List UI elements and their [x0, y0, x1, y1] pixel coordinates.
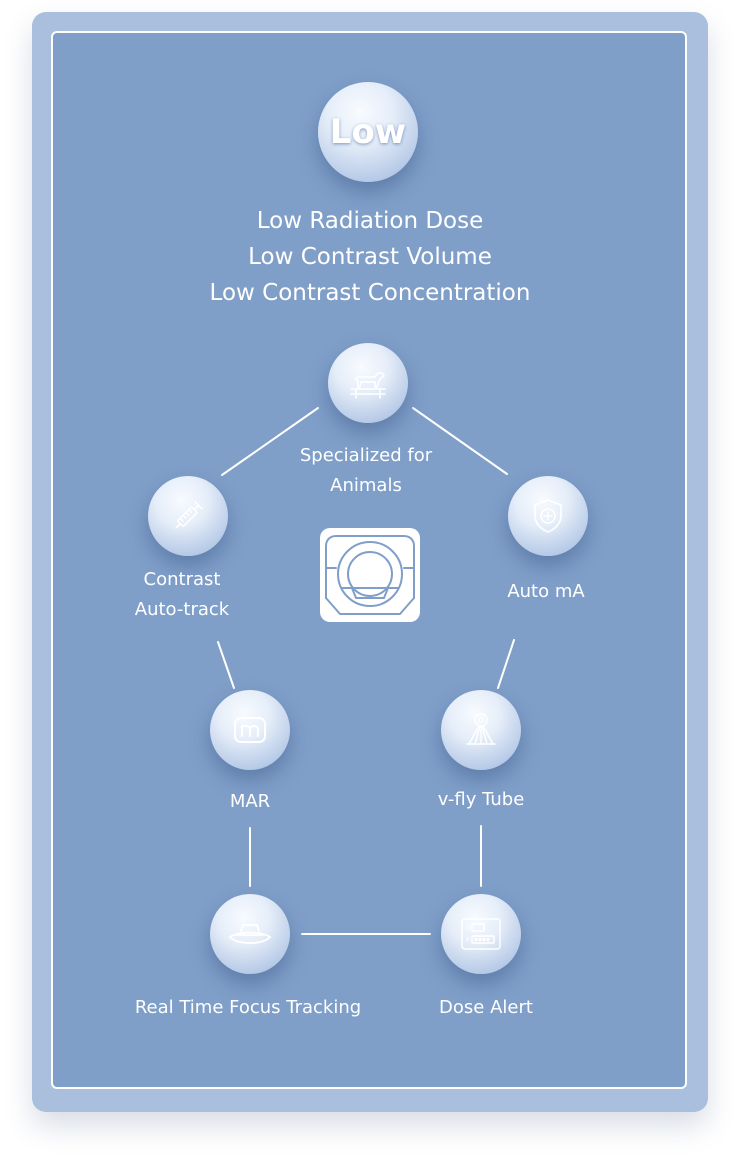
dose-alert-bubble: D P [441, 894, 521, 974]
low-badge: Low [318, 82, 418, 182]
m-logo-icon [234, 717, 266, 743]
dose-alert-label: Dose Alert [439, 997, 533, 1018]
contrast-label: Contrast Auto-track [88, 565, 276, 625]
contrast-label-line-2: Auto-track [134, 599, 230, 620]
headline-line-2: Low Contrast Volume [248, 244, 492, 270]
dog-on-table-icon [350, 372, 386, 399]
svg-text:P: P [466, 937, 470, 944]
syringe-icon [175, 501, 203, 529]
mar-bubble [210, 690, 290, 770]
focus-label: Real Time Focus Tracking [134, 997, 362, 1018]
headline-list: Low Radiation Dose Low Contrast Volume L… [140, 203, 600, 311]
headline-line-3: Low Contrast Concentration [209, 280, 531, 306]
animals-label-line-1: Specialized for [299, 445, 433, 466]
animals-label-line-2: Animals [330, 475, 402, 496]
dose-panel-icon: D P [461, 918, 501, 950]
ct-scanner-icon [320, 528, 420, 622]
focus-bubble [210, 894, 290, 974]
headline-line-1: Low Radiation Dose [256, 208, 484, 234]
contrast-label-line-1: Contrast [143, 569, 221, 590]
shield-plus-icon [534, 499, 562, 533]
contrast-bubble [148, 476, 228, 556]
focus-tracking-icon [229, 924, 271, 944]
vfly-bubble [441, 690, 521, 770]
svg-text:D: D [466, 925, 471, 932]
animals-label: Specialized for Animals [266, 441, 466, 501]
mar-label: MAR [229, 791, 271, 812]
x-ray-tube-icon [466, 713, 496, 745]
auto-ma-label: Auto mA [507, 581, 585, 602]
auto-ma-bubble [508, 476, 588, 556]
animals-bubble [328, 343, 408, 423]
vfly-label: v-fly Tube [437, 789, 525, 810]
